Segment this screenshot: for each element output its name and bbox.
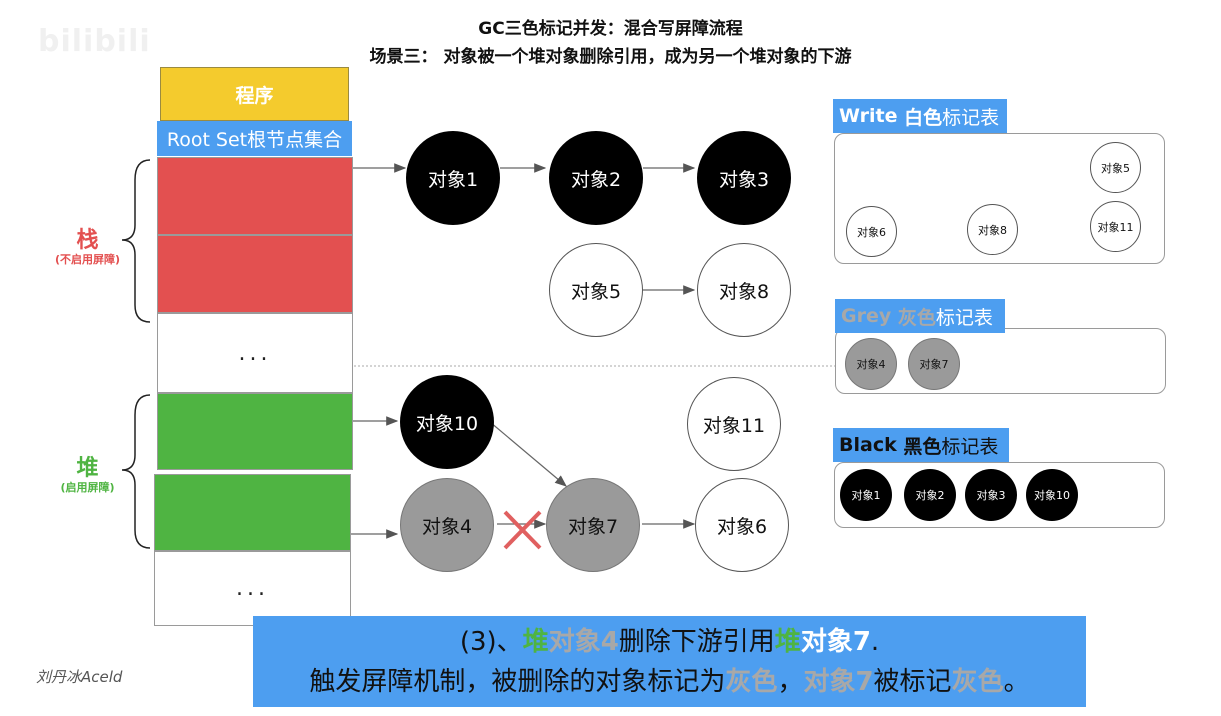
delete-cross-icon	[503, 510, 542, 550]
node-obj6-label: 对象6	[716, 515, 768, 538]
caption-marked-text: 被标记	[873, 666, 952, 697]
caption-step: (3)、	[459, 626, 523, 657]
black-item-obj1-label: 对象1	[851, 489, 881, 502]
caption-end: 。	[1003, 666, 1030, 697]
stack-cell-1	[157, 157, 353, 235]
stack-label: 栈	[76, 228, 99, 253]
program-box: 程序	[160, 67, 349, 121]
node-obj7: 对象7	[546, 478, 640, 572]
bilibili-watermark: bilibili	[38, 24, 151, 59]
caption-line-1: (3)、堆对象4删除下游引用堆对象7.	[460, 622, 879, 662]
stack-cell-2	[157, 235, 353, 313]
heap-brace	[121, 394, 151, 549]
caption-trigger-text: 触发屏障机制，被删除的对象标记为	[309, 666, 726, 697]
white-item-obj5-label: 对象5	[1101, 161, 1130, 175]
caption-heap-2: 堆	[774, 626, 801, 657]
black-item-obj10-label: 对象10	[1034, 489, 1070, 502]
node-obj3: 对象3	[697, 131, 791, 225]
black-item-obj2-label: 对象2	[915, 489, 945, 502]
node-obj4: 对象4	[400, 478, 494, 572]
black-table-title: Black 黑色标记表	[833, 428, 1009, 462]
heap-cell-1	[157, 393, 353, 470]
node-obj2: 对象2	[549, 131, 643, 225]
page-title: GC三色标记并发：混合写屏障流程	[478, 19, 743, 39]
node-obj1-label: 对象1	[427, 168, 479, 191]
grey-title-color: 灰色	[897, 306, 936, 329]
grey-title-en: Grey	[841, 305, 892, 327]
heap-ellipsis: ...	[154, 551, 351, 626]
white-title-suffix: 标记表	[942, 106, 1000, 129]
author-signature: 刘丹冰Aceld	[36, 668, 123, 686]
grey-title-suffix: 标记表	[935, 306, 993, 329]
grey-item-obj4-label: 对象4	[856, 358, 886, 371]
stack-note: (不启用屏障)	[54, 253, 121, 266]
black-item-obj10: 对象10	[1026, 469, 1078, 521]
node-obj10: 对象10	[400, 375, 494, 469]
caption-grey-1: 灰色	[725, 666, 778, 697]
caption-grey-2: 灰色	[951, 666, 1004, 697]
step-caption: (3)、堆对象4删除下游引用堆对象7. 触发屏障机制，被删除的对象标记为灰色，对…	[253, 616, 1086, 707]
caption-line-2: 触发屏障机制，被删除的对象标记为灰色，对象7被标记灰色。	[309, 662, 1029, 702]
heap-note: (启用屏障)	[60, 481, 115, 494]
node-obj10-label: 对象10	[415, 412, 479, 435]
stack-brace	[121, 159, 151, 323]
caption-heap-1: 堆	[522, 626, 549, 657]
white-item-obj6-label: 对象6	[857, 225, 886, 239]
node-obj2-label: 对象2	[570, 168, 622, 191]
white-table-title: Write 白色标记表	[833, 99, 1007, 133]
node-obj8: 对象8	[697, 243, 791, 337]
white-title-color: 白色	[904, 106, 943, 129]
caption-delete-text: 删除下游引用	[618, 626, 775, 657]
node-obj5: 对象5	[549, 243, 643, 337]
caption-obj7: 对象7	[800, 626, 871, 657]
black-item-obj3-label: 对象3	[976, 489, 1006, 502]
black-title-en: Black	[839, 434, 897, 456]
white-item-obj11-label: 对象11	[1097, 220, 1134, 234]
node-obj8-label: 对象8	[718, 280, 770, 303]
black-item-obj1: 对象1	[840, 469, 892, 521]
edge-obj10-obj7	[489, 421, 567, 487]
white-item-obj5: 对象5	[1090, 142, 1141, 193]
caption-period: .	[870, 626, 880, 657]
black-title-color: 黑色	[903, 435, 942, 458]
node-obj7-label: 对象7	[567, 515, 619, 538]
node-obj11-label: 对象11	[702, 414, 766, 437]
black-item-obj2: 对象2	[904, 469, 956, 521]
black-item-obj3: 对象3	[965, 469, 1017, 521]
grey-item-obj4: 对象4	[845, 338, 897, 390]
page-subtitle: 场景三： 对象被一个堆对象删除引用，成为另一个堆对象的下游	[369, 47, 852, 67]
heap-label: 堆	[76, 456, 99, 481]
stack-ellipsis: ...	[157, 313, 353, 393]
node-obj3-label: 对象3	[718, 168, 770, 191]
node-obj11: 对象11	[687, 377, 781, 471]
rootset-header: Root Set根节点集合	[157, 121, 352, 156]
white-title-en: Write	[839, 105, 898, 127]
node-obj5-label: 对象5	[570, 280, 622, 303]
caption-obj7-2: 对象7	[803, 666, 874, 697]
caption-comma: ，	[777, 666, 804, 697]
heap-cell-2	[154, 474, 351, 551]
white-item-obj6: 对象6	[846, 206, 897, 257]
white-item-obj11: 对象11	[1090, 201, 1141, 252]
white-item-obj8: 对象8	[967, 204, 1018, 255]
grey-item-obj7-label: 对象7	[919, 358, 949, 371]
caption-obj4: 对象4	[548, 626, 619, 657]
node-obj6: 对象6	[695, 478, 789, 572]
grey-item-obj7: 对象7	[908, 338, 960, 390]
white-item-obj8-label: 对象8	[978, 223, 1007, 237]
grey-table-title: Grey 灰色标记表	[835, 299, 1005, 333]
node-obj1: 对象1	[406, 131, 500, 225]
node-obj4-label: 对象4	[421, 515, 473, 538]
black-title-suffix: 标记表	[941, 435, 999, 458]
